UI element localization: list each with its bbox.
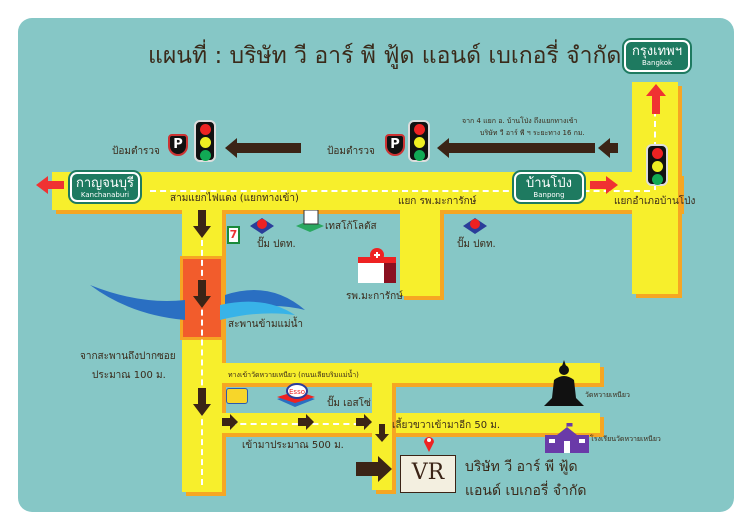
tesco-icon [296,210,324,232]
esso-label: ปั๊ม เอสโซ่ [327,398,371,409]
arrow-right-icon [356,456,392,482]
buddha-icon [544,360,584,406]
distance-note: จาก 4 แยก อ. บ้านโป่ง ถึงแยกทางเข้า [462,117,578,125]
ptt-icon [250,218,274,234]
bangchak-icon [226,388,248,404]
turn-right-label: เลี้ยวขวาเข้ามาอีก 50 ม. [392,420,501,431]
distance-note: บริษัท วี อาร์ พี ฯ ระยะทาง 16 กม. [480,129,585,137]
sign-text: Kanchanaburi [80,191,130,199]
hospital-icon [358,248,396,283]
sign-kanchanaburi: กาญจนบุรีKanchanaburi [70,172,140,202]
bridge-distance-label: จากสะพานถึงปากซอย [80,351,176,362]
arrow-left-icon [437,138,595,158]
police-parking-icon: P [168,134,188,156]
road-centerline [150,190,650,192]
arrow-right-icon [590,176,618,194]
sign-text: กรุงเทพฯ [631,44,683,59]
junction-label: แยก รพ.มะการักษ์ [398,196,477,207]
arrow-left-icon [225,138,301,158]
temple-road [222,363,600,383]
sign-text: Banpong [533,191,565,199]
traffic-light-icon [408,120,430,162]
company-name: บริษัท วี อาร์ พี ฟู้ด [465,459,578,475]
arrow-down-icon [375,424,389,442]
tesco-label: เทสโก้โลตัส [325,221,377,232]
traffic-light-icon [194,120,216,162]
police-box-label: ป้อมตำรวจ [327,146,375,157]
arrow-up-icon [646,84,666,114]
river-icon [90,285,305,320]
school-label: โรงเรียนวัดหวายเหนียว [590,435,661,443]
traffic-light-icon [646,144,668,186]
arrow-left-icon [598,138,618,158]
sign-text: กาญจนบุรี [76,176,134,191]
hospital-label: รพ.มะการักษ์ [346,291,403,302]
ptt-icon [463,218,487,234]
arrow-left-icon [36,176,64,194]
road-centerline [201,230,203,485]
company-name: แอนด์ เบเกอรี่ จำกัด [465,483,587,499]
bridge-label: สะพานข้ามแม่น้ำ [228,319,304,330]
page-title: แผนที่ : บริษัท วี อาร์ พี ฟู้ด แอนด์ เบ… [148,43,622,69]
seven-eleven-icon: 7 [227,226,240,244]
hospital-road [400,210,440,296]
bridge-distance-label: ประมาณ 100 ม. [92,370,166,381]
esso-icon: Esso [277,383,315,407]
ptt-label: ปั๊ม ปตท. [257,239,296,250]
ptt-label: ปั๊ม ปตท. [457,239,496,250]
location-pin-icon [424,437,434,452]
esso-logo-text: Esso [289,388,305,396]
sign-text: บ้านโป่ง [525,176,573,191]
temple-road-label: ทางเข้าวัดหวายเหนียว (ถนนเลียบริมแม่น้ำ) [228,371,359,379]
police-parking-icon: P [385,134,405,156]
police-box-label: ป้อมตำรวจ [112,146,160,157]
company-logo: VR [400,455,456,493]
sign-text: Bangkok [641,59,673,67]
inner-road [222,413,600,433]
junction-label: สามแยกไฟแดง (แยกทางเข้า) [170,193,299,204]
arrow-down-icon [193,280,211,308]
distance-500-label: เข้ามาประมาณ 500 ม. [242,440,344,451]
arrow-right-icon [298,414,314,430]
arrow-down-icon [193,210,211,238]
temple-label: วัดหวายเหนียว [585,391,630,399]
arrow-down-icon [193,388,211,416]
arrow-right-icon [356,414,372,430]
arrow-right-icon [222,414,238,430]
school-icon [545,423,589,453]
junction-label: แยกอำเภอบ้านโป่ง [614,196,696,207]
